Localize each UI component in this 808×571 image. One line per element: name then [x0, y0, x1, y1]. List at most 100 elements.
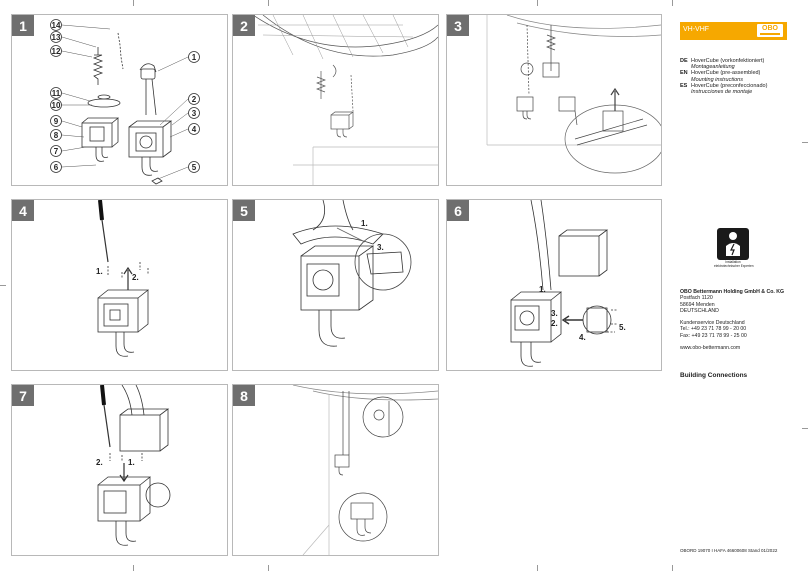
screwdriver-shaft — [101, 219, 109, 263]
installer-caption: elektrotechnischer Experten — [714, 264, 754, 268]
crop-mark — [268, 565, 269, 571]
step-number: 4 — [12, 200, 34, 221]
company-name: OBO Bettermann Holding GmbH & Co. KG — [680, 289, 785, 295]
document-number: OBORD 19070 I HAFA 46600608 Stand 01/202… — [680, 548, 778, 553]
crop-mark — [133, 0, 134, 6]
cube-main — [128, 126, 164, 158]
step-number: 5 — [233, 200, 255, 221]
lang-doc: Mounting instructions — [691, 76, 743, 83]
service-label: Kundenservice Deutschland — [680, 320, 745, 327]
bracket-body — [140, 68, 156, 80]
disc — [87, 98, 121, 108]
step-number: 6 — [447, 200, 469, 221]
crop-mark — [672, 0, 673, 6]
callout-11 — [50, 87, 62, 99]
cube — [330, 114, 350, 130]
obo-logo: OBO — [757, 24, 783, 37]
crop-mark — [672, 565, 673, 571]
step-panel-1: 1 — [11, 14, 228, 186]
product-code: VH-VHF — [683, 26, 710, 33]
address-line: 58694 Menden — [680, 301, 715, 308]
logo-text: OBO — [762, 25, 778, 32]
callout-3 — [188, 107, 200, 119]
chain — [526, 24, 530, 96]
step-panel-4: 4 1. 2. — [11, 199, 228, 371]
detail-circle — [564, 104, 661, 174]
step-panel-2: 2 — [232, 14, 439, 186]
callout-label: 6 — [54, 163, 59, 172]
step-label: 2. — [96, 458, 103, 467]
callout-label: 12 — [52, 47, 61, 56]
socket-side — [145, 482, 171, 508]
socket — [312, 269, 334, 291]
hook — [318, 310, 346, 347]
spring — [316, 71, 326, 99]
screwdriver-handle — [98, 200, 104, 221]
step-label: 1. — [539, 285, 546, 294]
top-cap — [292, 225, 384, 245]
screwdriver-handle — [100, 385, 106, 406]
step-panel-8: 8 — [232, 384, 439, 556]
lang-doc: Montageanleitung — [691, 64, 735, 71]
callout-5 — [188, 161, 200, 173]
cube — [300, 255, 360, 311]
crop-mark — [0, 285, 6, 286]
hook — [115, 332, 135, 357]
installer-caption: Installation — [725, 260, 741, 264]
screws — [607, 309, 617, 333]
detail-circle — [354, 233, 412, 291]
callout-label: 7 — [54, 147, 59, 156]
clamp-detail — [602, 110, 624, 132]
step-panel-5: 5 1. 3. — [232, 199, 439, 371]
step-panel-7: 7 2. 1. — [11, 384, 228, 556]
callout-6 — [50, 161, 62, 173]
company-address: OBO Bettermann Holding GmbH & Co. KG Pos… — [680, 289, 784, 351]
callout-13 — [50, 31, 62, 43]
wall-lines — [293, 146, 438, 185]
step-panel-6: 6 1. 2. 3. 4. 5. — [446, 199, 662, 371]
crop-mark — [133, 565, 134, 571]
address-line: Postfach 1120 — [680, 295, 713, 302]
fax: Fax: +49 23 71 78 99 - 25 00 — [680, 332, 747, 339]
cables — [312, 200, 354, 231]
cube — [97, 297, 139, 333]
cable-detail — [574, 118, 648, 146]
callout-2 — [188, 93, 200, 105]
step3-illustration — [486, 15, 661, 174]
ceiling — [506, 15, 661, 37]
website-link[interactable]: www.obo-bettermann.com — [680, 345, 741, 352]
step-label: 2. — [551, 319, 558, 328]
crop-mark — [537, 565, 538, 571]
step-label: 2. — [132, 273, 139, 282]
callout-label: 10 — [52, 101, 61, 110]
step-label: 1. — [128, 458, 135, 467]
screwdriver-shaft — [103, 404, 111, 448]
detail-cube — [119, 414, 161, 452]
detail-circle-top — [362, 396, 404, 438]
callout-10 — [50, 99, 62, 111]
step-label: 1. — [96, 267, 103, 276]
arrow-up — [123, 266, 133, 290]
step-number: 3 — [447, 15, 469, 36]
step4-illustration: 1. 2. — [96, 200, 150, 357]
step-label: 4. — [579, 333, 586, 342]
step6-illustration: 1. 2. 3. 4. 5. — [510, 200, 626, 367]
callout-label: 13 — [52, 33, 61, 42]
callout-7 — [50, 145, 62, 157]
callout-12 — [50, 45, 62, 57]
spring — [546, 25, 556, 71]
callout-8 — [50, 129, 62, 141]
tagline: Building Connections — [680, 372, 748, 379]
step8-illustration — [292, 385, 438, 555]
cables — [145, 78, 157, 116]
address-line: DEUTSCHLAND — [680, 307, 719, 314]
callout-9 — [50, 115, 62, 127]
step7-illustration: 2. 1. — [96, 385, 171, 546]
step-panel-3: 3 — [446, 14, 662, 186]
callout-label: 5 — [192, 163, 197, 172]
disc-top — [97, 94, 111, 100]
cube-left — [516, 96, 534, 112]
telephone: Tel.: +49 23 71 78 99 - 20 00 — [680, 326, 747, 333]
